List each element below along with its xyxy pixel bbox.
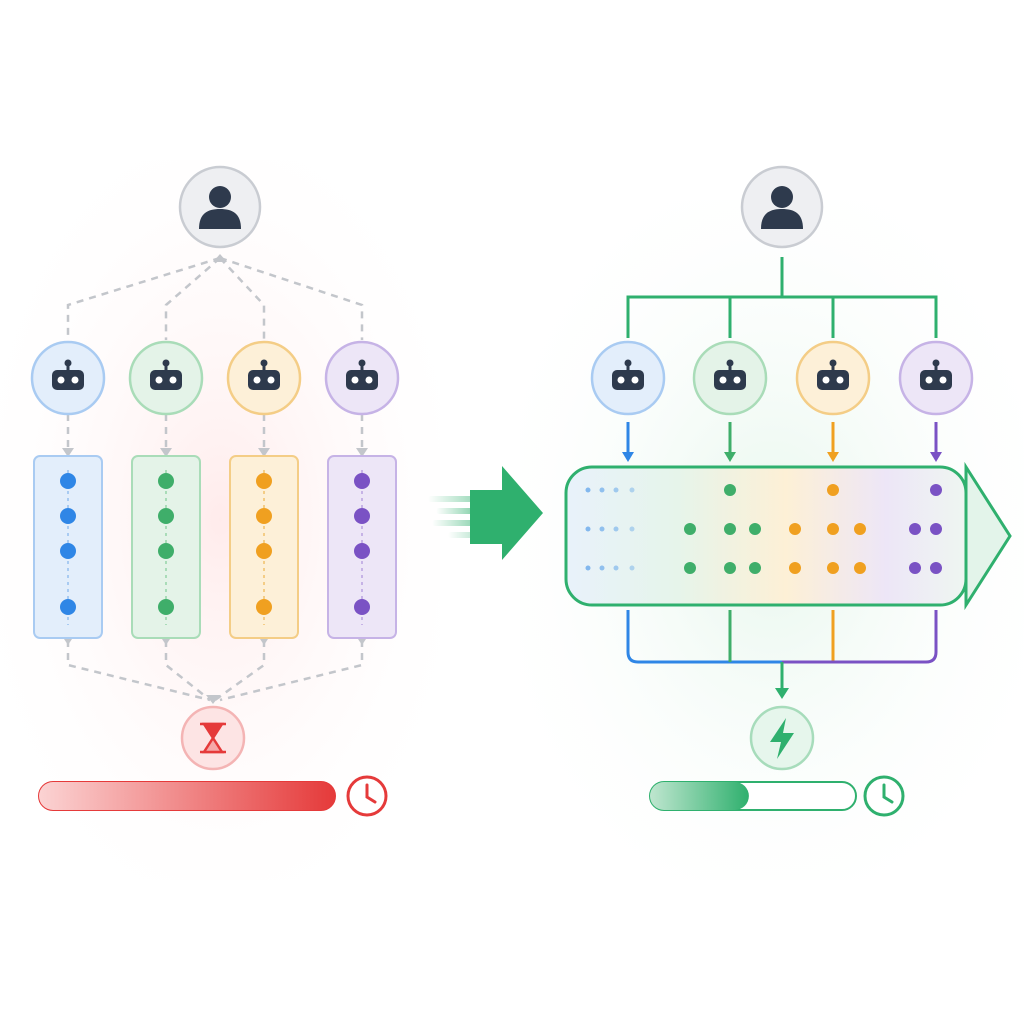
right-user-node — [740, 165, 824, 249]
particle — [585, 487, 591, 493]
right-agents — [590, 340, 974, 416]
arrowhead — [213, 254, 227, 262]
dashed-connector — [164, 257, 221, 340]
clock-icon — [863, 775, 905, 817]
particle — [585, 565, 591, 571]
step-dot — [749, 562, 761, 574]
agent-node-orange — [226, 340, 302, 416]
lane-purple — [327, 455, 397, 639]
step-dot — [827, 484, 839, 496]
particle — [585, 526, 591, 532]
step-dot — [930, 562, 942, 574]
step-dot — [749, 523, 761, 535]
dashed-connector — [219, 256, 364, 340]
step-dot — [158, 473, 174, 489]
step-dot — [854, 523, 866, 535]
particle — [599, 565, 605, 571]
agent-node-purple — [324, 340, 400, 416]
agent-node-orange — [795, 340, 871, 416]
clock-icon — [346, 775, 388, 817]
step-dot — [684, 523, 696, 535]
dashed-connector — [66, 640, 211, 702]
step-dot — [827, 562, 839, 574]
step-dot — [724, 484, 736, 496]
pipeline-row — [585, 562, 964, 574]
left-connectors — [66, 256, 364, 702]
right-agent-arrows — [622, 422, 942, 462]
step-dot — [256, 543, 272, 559]
left-agents — [30, 340, 400, 416]
particle — [629, 565, 635, 571]
particle — [599, 526, 605, 532]
particle — [629, 487, 635, 493]
step-dot — [684, 562, 696, 574]
left-panel — [30, 165, 400, 817]
progress-fill — [650, 782, 749, 810]
left-progress-bar — [38, 781, 336, 811]
step-dot — [256, 599, 272, 615]
step-dot — [930, 484, 942, 496]
step-dot — [354, 473, 370, 489]
step-dot — [354, 543, 370, 559]
arrowhead — [258, 448, 270, 457]
agent-node-blue — [590, 340, 666, 416]
lane-blue — [33, 455, 103, 639]
parallel-pipeline — [564, 461, 1012, 611]
left-wait-node — [180, 705, 246, 771]
agent-node-blue — [30, 340, 106, 416]
particle — [613, 526, 619, 532]
arrow-right-icon — [428, 466, 543, 560]
step-dot — [930, 523, 942, 535]
step-dot — [256, 473, 272, 489]
dashed-connector — [219, 640, 364, 702]
agent-node-purple — [898, 340, 974, 416]
lane-green — [131, 455, 201, 639]
step-dot — [909, 523, 921, 535]
lightning-icon — [770, 718, 794, 759]
arrowhead — [206, 695, 220, 704]
step-dot — [60, 543, 76, 559]
dashed-connector — [66, 256, 221, 340]
step-dot — [158, 543, 174, 559]
step-dot — [827, 523, 839, 535]
right-progress-bar — [649, 781, 857, 811]
right-result-node — [749, 705, 815, 771]
pipeline-row — [585, 523, 964, 535]
arrowhead — [160, 448, 172, 457]
step-dot — [854, 562, 866, 574]
agent-node-green — [692, 340, 768, 416]
step-dot — [724, 562, 736, 574]
step-dot — [60, 508, 76, 524]
particle — [613, 487, 619, 493]
step-dot — [256, 508, 272, 524]
step-dot — [60, 599, 76, 615]
arrowhead — [62, 448, 74, 457]
dashed-connector — [214, 640, 266, 702]
step-dot — [724, 523, 736, 535]
step-dot — [354, 508, 370, 524]
step-dot — [789, 562, 801, 574]
agent-node-green — [128, 340, 204, 416]
step-dot — [158, 508, 174, 524]
particle — [613, 565, 619, 571]
step-dot — [60, 473, 76, 489]
step-dot — [789, 523, 801, 535]
step-dot — [158, 599, 174, 615]
step-dot — [909, 562, 921, 574]
right-panel — [564, 165, 1012, 817]
right-fanout-connectors — [626, 257, 938, 338]
lane-orange — [229, 455, 299, 639]
particle — [599, 487, 605, 493]
left-user-node — [178, 165, 262, 249]
right-merge-connectors — [626, 610, 938, 699]
pipeline-row — [585, 484, 964, 496]
left-lanes — [33, 455, 397, 639]
progress-fill — [39, 782, 335, 810]
arrowhead — [356, 448, 368, 457]
hourglass-icon — [200, 722, 226, 754]
particle — [629, 526, 635, 532]
step-dot — [354, 599, 370, 615]
